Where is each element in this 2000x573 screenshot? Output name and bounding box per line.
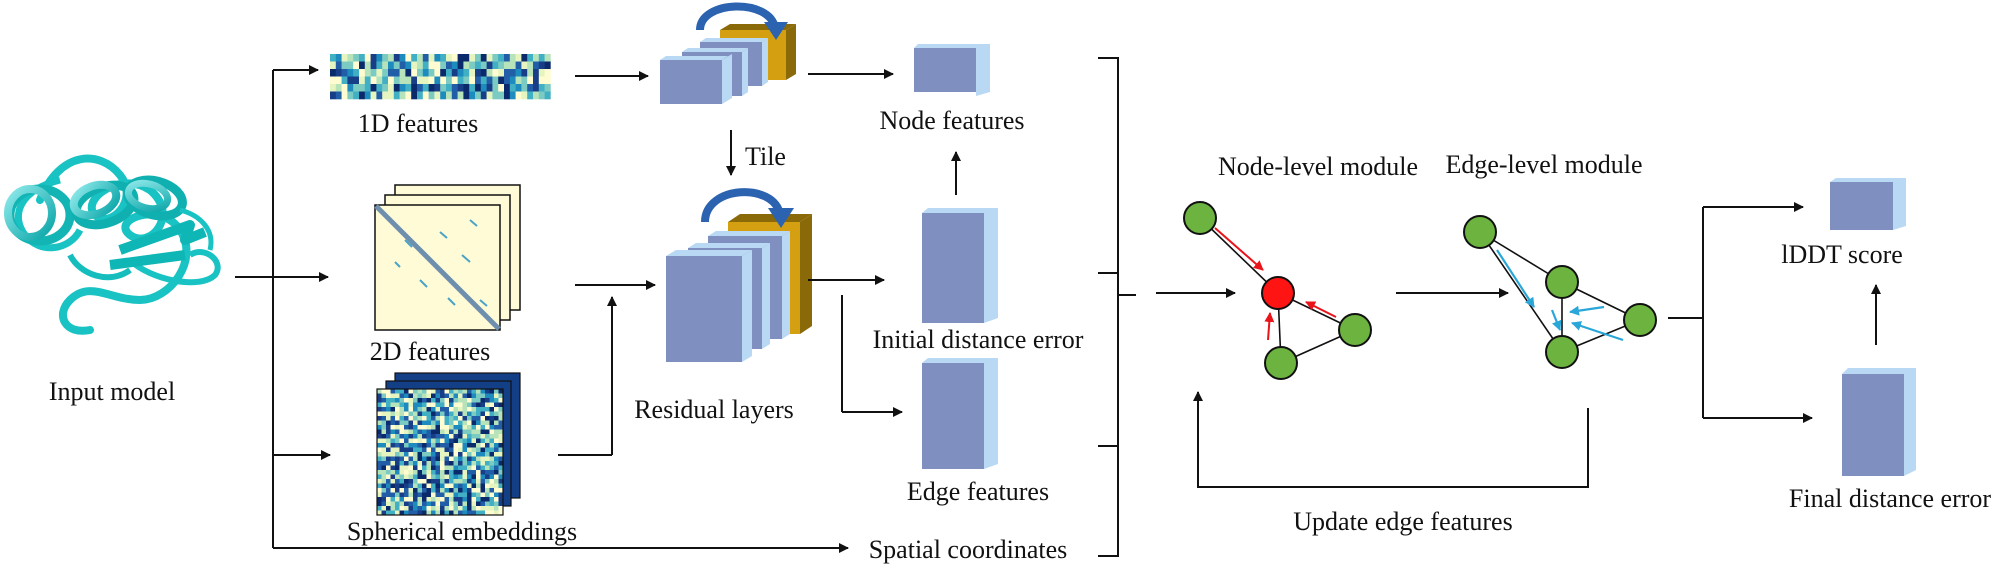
contact-map-2d-icon (374, 184, 521, 331)
node-level-graph (1183, 201, 1372, 380)
graph-node-icon (1545, 335, 1579, 369)
lddt-score-label: lDDT score (1781, 240, 1903, 269)
features-2d-label: 2D features (370, 337, 491, 366)
spherical-heatmap-icon (376, 372, 521, 516)
graph-node-icon (1261, 276, 1295, 310)
graph-node-icon (1264, 346, 1298, 380)
graph-node-icon (1338, 313, 1372, 347)
spatial-coordinates-label: Spatial coordinates (869, 535, 1068, 564)
input-wires (235, 65, 849, 553)
input-model-label: Input model (49, 377, 175, 406)
spherical-embeddings-label: Spherical embeddings (347, 517, 577, 546)
node-features-label: Node features (879, 106, 1024, 135)
heatmap-1d-icon (330, 54, 551, 100)
graph-node-icon (1623, 303, 1657, 337)
node-features-block (914, 44, 990, 96)
edge-level-graph (1463, 215, 1657, 369)
initial-distance-error-block (922, 208, 998, 323)
final-distance-error-label: Final distance error (1789, 484, 1991, 513)
residual-block-icon (666, 214, 812, 362)
edge-features-label: Edge features (907, 477, 1049, 506)
final-distance-error-block (1842, 368, 1916, 476)
residual-block-icon (660, 24, 796, 104)
output-wires (1668, 202, 1881, 423)
loop-arrow-icon (696, 2, 779, 31)
node-level-module-label: Node-level module (1218, 152, 1418, 181)
graph-node-icon (1463, 215, 1497, 249)
update-edge-features-label: Update edge features (1293, 507, 1512, 536)
graph-node-icon (1183, 201, 1217, 235)
update-loop-wires (1193, 391, 1589, 488)
residual-layers-label: Residual layers (634, 395, 794, 424)
tile-label: Tile (745, 142, 786, 171)
residual-output-wires (808, 151, 961, 417)
loop-arrowhead (764, 22, 788, 40)
initial-distance-error-label: Initial distance error (873, 325, 1084, 354)
edge-features-block (922, 358, 998, 469)
graph-node-icon (1545, 265, 1579, 299)
loop-arrowhead (768, 208, 794, 228)
loop-arrow-icon (701, 188, 784, 223)
residual-input-wires (558, 280, 656, 456)
lddt-score-block (1830, 178, 1906, 230)
edge-level-module-label: Edge-level module (1445, 150, 1642, 179)
features-1d-label: 1D features (358, 109, 479, 138)
concat-bracket (1098, 57, 1236, 557)
protein-cartoon-icon (4, 154, 221, 335)
